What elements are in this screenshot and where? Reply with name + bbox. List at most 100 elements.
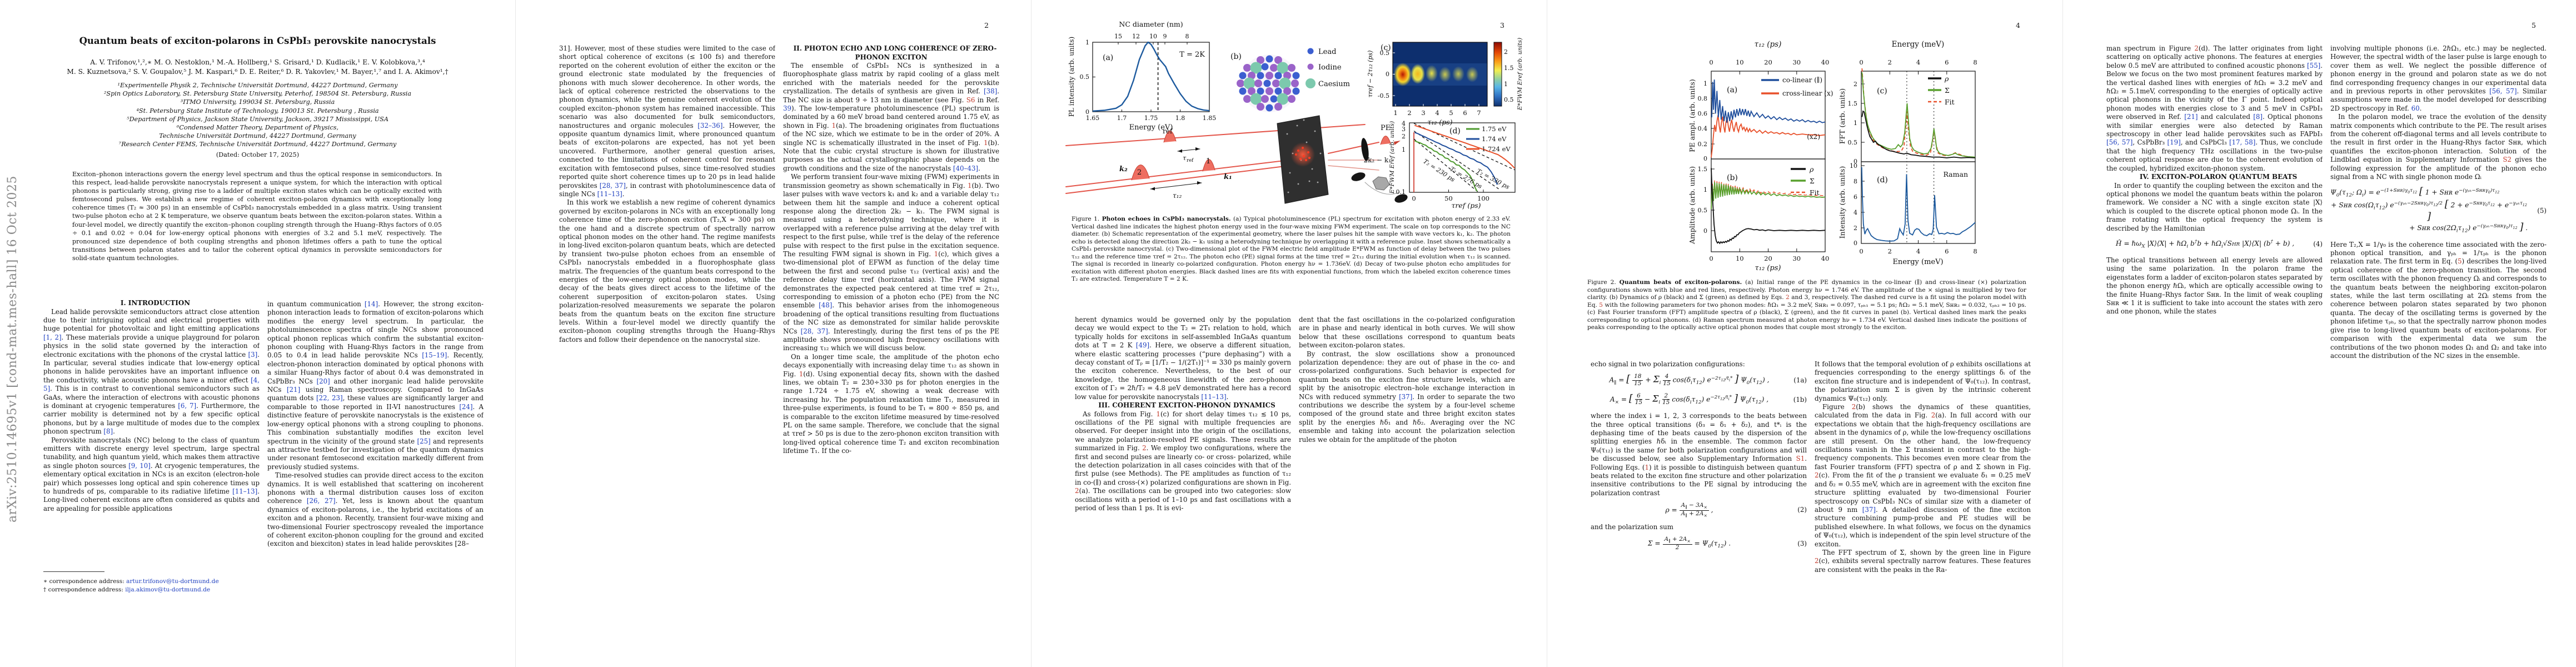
page-5: 5 man spectrum in Figure 2(d). The latte… <box>2062 0 2576 667</box>
email-link[interactable]: ilja.akimov@tu-dortmund.de <box>125 586 211 593</box>
svg-text:Σ: Σ <box>1810 177 1815 185</box>
paragraph: echo signal in two polarization configur… <box>1591 360 1745 368</box>
svg-text:8: 8 <box>1973 247 1977 255</box>
paragraph: where the index i = 1, 2, 3 corresponds … <box>1591 412 1807 497</box>
svg-text:20: 20 <box>1764 58 1772 66</box>
affiliation: ³ITMO University, 199034 St. Petersburg,… <box>180 98 335 106</box>
lens <box>1394 194 1408 203</box>
nanocrystal-model <box>1237 54 1300 112</box>
colorbar-label: E*FWM Eref (arb. units) <box>1517 38 1523 111</box>
x-axis-label: Energy (eV) <box>1129 123 1173 132</box>
column-right: It follows that the temporal evolution o… <box>1815 360 2031 660</box>
y-axis-label: Amplitude (arb. units) <box>1688 166 1696 245</box>
svg-text:4: 4 <box>1435 109 1439 117</box>
svg-text:6: 6 <box>1945 247 1949 255</box>
page-number: 5 <box>2532 21 2536 29</box>
svg-text:8: 8 <box>1185 33 1189 40</box>
top-axis-label: τ₁₂ (ps) <box>1755 40 1782 49</box>
svg-text:(x2): (x2) <box>1807 133 1820 141</box>
svg-text:7: 7 <box>1477 109 1481 117</box>
svg-text:0.5: 0.5 <box>1380 49 1390 57</box>
affiliation: ⁴St. Petersburg State Institute of Techn… <box>136 107 379 115</box>
panel-label: (c) <box>1381 43 1391 52</box>
rho-curve <box>1711 168 1826 245</box>
svg-text:10: 10 <box>1149 33 1157 40</box>
affiliation: ²Spin Optics Laboratory, St. Petersburg … <box>103 90 412 98</box>
svg-text:0.6: 0.6 <box>1698 110 1708 117</box>
x-axis-label: τref (ps) <box>1451 201 1481 210</box>
svg-text:8: 8 <box>1973 58 1977 66</box>
svg-text:4: 4 <box>1402 120 1406 127</box>
raman-label: Raman <box>1943 170 1968 178</box>
svg-text:0: 0 <box>1085 108 1089 116</box>
panel-label: (b) <box>1230 52 1242 61</box>
y-axis-label: FFT (arb. units) <box>1838 88 1846 144</box>
paragraph: involving multiple phonons (i.e. 2ℏΩ₁, e… <box>2330 44 2547 112</box>
svg-text:cross-linear (x): cross-linear (x) <box>1782 89 1833 97</box>
svg-text:10: 10 <box>1736 255 1744 262</box>
paragraph: Time-resolved studies can provide direct… <box>267 471 484 548</box>
paragraph: dent that the fast oscillations in the c… <box>1299 316 1515 350</box>
svg-text:10: 10 <box>1850 162 1857 170</box>
footnote-2: † correspondence address: ilja.akimov@tu… <box>43 586 211 593</box>
paragraph: Figure 2(b) shows the dynamics of these … <box>1815 403 2031 548</box>
paragraph: Here T₂,X = 1/γ₀ is the coherence time a… <box>2330 240 2547 360</box>
affiliations: ¹Experimentelle Physik 2, Technische Uni… <box>33 81 482 159</box>
paragraph: In order to quantify the coupling betwee… <box>2106 181 2323 232</box>
decay-175ev <box>1414 140 1478 192</box>
section-heading: I. INTRODUCTION <box>120 299 191 307</box>
svg-text:1.8: 1.8 <box>1175 115 1185 122</box>
fig1d-legend: 1.75 eV 1.74 eV 1.724 eV <box>1466 125 1511 153</box>
cross-linear-curve <box>1711 115 1826 158</box>
svg-text:0: 0 <box>1853 240 1857 247</box>
page-1: arXiv:2510.14695v1 [cond-mat.mes-hall] 1… <box>0 0 515 667</box>
column-left: I. INTRODUCTION Lead halide perovskite s… <box>43 298 260 570</box>
paragraph: The FFT spectrum of Σ, shown by the gree… <box>1815 548 2031 574</box>
column-left: herent dynamics would be governed only b… <box>1075 316 1291 660</box>
svg-text:30: 30 <box>1792 58 1801 66</box>
svg-text:9: 9 <box>1163 33 1167 40</box>
svg-text:1: 1 <box>1703 186 1707 193</box>
svg-text:30: 30 <box>1792 255 1801 262</box>
dated-line: (Dated: October 17, 2025) <box>216 151 300 158</box>
affiliation: Technische Universität Dortmund, 44227 D… <box>159 132 356 140</box>
svg-text:ρ: ρ <box>1809 165 1814 173</box>
footnotes: ∗ correspondence address: artur.trifonov… <box>43 571 260 594</box>
svg-text:2: 2 <box>1137 168 1142 177</box>
paragraph: As follows from Fig. 1(c) for short dela… <box>1075 410 1291 512</box>
decay-1724ev <box>1414 125 1516 169</box>
svg-text:1.5: 1.5 <box>1698 166 1708 173</box>
svg-text:Σ: Σ <box>1945 86 1950 94</box>
y-axis-label: τref − 2τ₁₂ (ps) <box>1367 51 1374 98</box>
paragraph: Lead halide perovskite semiconductors at… <box>43 307 260 436</box>
paragraph: and the polarization sum <box>1591 523 1673 531</box>
svg-text:1: 1 <box>1853 120 1857 127</box>
svg-text:2: 2 <box>1504 48 1508 56</box>
svg-text:2: 2 <box>1888 247 1892 255</box>
fig2-right-panels: Energy (meV) 0 2 4 6 8 2 1.5 1 0.5 0 FFT… <box>1838 40 1977 266</box>
email-link[interactable]: artur.trifonov@tu-dortmund.de <box>126 578 219 585</box>
arxiv-banner: arXiv:2510.14695v1 [cond-mat.mes-hall] 1… <box>6 176 19 522</box>
svg-text:k₂: k₂ <box>1119 165 1128 173</box>
svg-text:0.2: 0.2 <box>1698 141 1708 148</box>
equation-2: ρ = A∥ − 3A×A∥ + 2A× ,(2) <box>1665 502 1807 518</box>
paragraph: On a longer time scale, the amplitude of… <box>783 352 999 455</box>
column-left: echo signal in two polarization configur… <box>1591 360 1807 660</box>
svg-text:ref: ref <box>1163 127 1173 135</box>
svg-text:12: 12 <box>1132 33 1140 40</box>
panel-label: (d) <box>1449 127 1461 136</box>
fig1-panel-b-nanocrystal: (b) Lead Iodine Caesium ref <box>1065 48 1408 204</box>
fig1-panel-a-pl-spectrum: 1.65 1.7 1.75 1.8 1.85 15 12 10 9 8 0 0.… <box>1068 20 1216 132</box>
svg-text:1: 1 <box>1206 157 1210 166</box>
svg-text:6: 6 <box>1945 58 1949 66</box>
svg-text:0: 0 <box>1703 155 1707 162</box>
paragraph: It follows that the temporal evolution o… <box>1815 360 2031 402</box>
svg-text:1.5: 1.5 <box>1504 64 1514 72</box>
svg-text:Fit: Fit <box>1945 98 1955 106</box>
lens <box>1351 172 1366 181</box>
fig1-panel-c-heatmap: 1 2 3 4 5 6 7 0.5 0 -0.5 τ₁₂ (ps) τref −… <box>1367 38 1523 126</box>
y-axis-label: Intensity (arb. units) <box>1838 166 1846 239</box>
svg-text:1: 1 <box>1504 81 1508 88</box>
panel-label: (b) <box>1727 173 1738 182</box>
prism <box>1372 176 1390 191</box>
